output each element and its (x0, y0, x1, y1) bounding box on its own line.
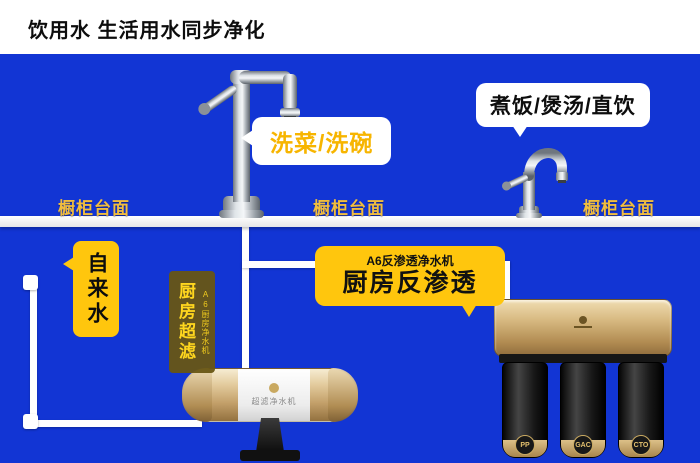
ro-housing (494, 299, 672, 357)
ro-filter-cap: PP (503, 435, 547, 457)
callout-ro-big-text: 厨房反渗透 (342, 268, 478, 297)
pipe-elbow-top-icon (23, 275, 38, 290)
ro-brand-logo-icon (571, 316, 595, 332)
drinking-faucet-icon (502, 148, 568, 218)
pipe-left-vertical (30, 282, 37, 425)
ro-filter-cartridge: GAC (560, 362, 606, 458)
ro-manifold (499, 354, 667, 363)
ro-filter-badge: PP (515, 435, 535, 455)
ro-filter-badge: CTO (631, 435, 651, 455)
uf-endcap-left (182, 368, 212, 422)
uf-band-text: 超滤净水机 (251, 397, 297, 406)
reverse-osmosis-unit: PP GAC CTO (494, 299, 672, 463)
callout-cook-text: 煮饭/煲汤/直饮 (490, 95, 636, 118)
callout-wash-text: 洗菜/洗碗 (270, 130, 374, 156)
pipe-center-vertical (242, 227, 249, 372)
callout-tap-water-text: 自来水 (85, 251, 108, 327)
countertop-band (0, 216, 700, 227)
ro-filter-badge: GAC (573, 435, 593, 455)
callout-tap-water: 自来水 (63, 241, 119, 337)
countertop-label-center: 橱柜台面 (313, 199, 385, 218)
countertop-label-left: 橱柜台面 (58, 199, 130, 218)
pipe-ro-drop (503, 261, 510, 311)
ro-filter-cap: GAC (561, 435, 605, 457)
callout-ro-small-text: A6反渗透净水机 (366, 253, 454, 268)
callout-uf-main-text: 厨房超滤 (176, 282, 195, 362)
header-strip (0, 0, 700, 54)
ro-filter-cartridge: PP (502, 362, 548, 458)
callout-uf-sub-text: A6厨房净水机 (201, 289, 210, 355)
ro-filter-cartridge: CTO (618, 362, 664, 458)
uf-stand-neck (256, 418, 284, 452)
uf-endcap-right (328, 368, 358, 422)
ultrafiltration-unit: 超滤净水机 (182, 368, 358, 463)
uf-label-band: 超滤净水机 (238, 369, 310, 421)
kitchen-faucet-icon (198, 70, 300, 218)
uf-brand-logo-icon (269, 383, 279, 393)
callout-kitchen-ro: A6反渗透净水机 厨房反渗透 (315, 246, 505, 317)
pipe-elbow-bottom-icon (23, 414, 38, 429)
pipe-bottom-horizontal (30, 420, 202, 427)
page-title: 饮用水 生活用水同步净化 (28, 20, 266, 42)
ro-filter-cap: CTO (619, 435, 663, 457)
callout-kitchen-uf: 厨房超滤 A6厨房净水机 (169, 271, 215, 373)
callout-cooking: 煮饭/煲汤/直饮 (476, 83, 650, 137)
callout-wash-dishes: 洗菜/洗碗 (240, 117, 392, 165)
countertop-label-right: 橱柜台面 (583, 199, 655, 218)
uf-stand-base (240, 450, 300, 461)
